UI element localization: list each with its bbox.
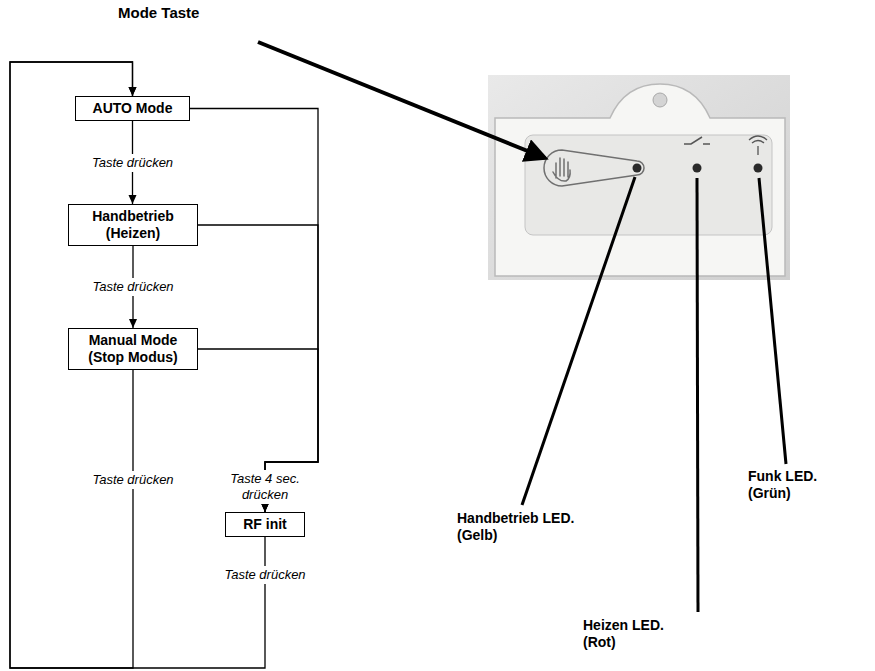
process-box: AUTO Mode — [75, 96, 190, 121]
mounting-hole — [653, 93, 667, 107]
box-text: Handbetrieb (Heizen) — [74, 208, 192, 242]
led-name: Funk LED. (Grün) — [748, 468, 832, 502]
leader-arrow — [258, 42, 545, 158]
photo-background — [488, 75, 790, 280]
green-led — [754, 164, 763, 173]
process-box: Handbetrieb (Heizen) — [68, 204, 198, 246]
yellow-led — [633, 164, 642, 173]
box-text: Manual Mode (Stop Modus) — [74, 332, 192, 366]
edge-label: Taste drücken — [90, 471, 175, 489]
device-housing — [495, 84, 785, 276]
part-name: Mode Taste — [118, 4, 199, 21]
flow-arrow — [198, 349, 318, 512]
edge-label: Taste drücken — [222, 566, 307, 584]
box-text: AUTO Mode — [81, 100, 184, 117]
mode-button-outline — [544, 150, 644, 186]
edge-label: Taste drücken — [90, 154, 175, 172]
edge-label: Taste 4 sec. drücken — [221, 470, 309, 504]
switch-symbol — [684, 137, 710, 144]
led-name: Heizen LED. (Rot) — [583, 617, 683, 651]
process-box: RF init — [225, 512, 305, 537]
control-panel — [525, 135, 772, 235]
hand-icon — [553, 158, 570, 181]
leader-line — [522, 177, 635, 505]
box-text: RF init — [231, 516, 299, 533]
leader-line — [697, 178, 698, 612]
radio-symbol — [749, 136, 767, 155]
edge-label: Taste drücken — [90, 278, 175, 296]
red-led — [693, 164, 702, 173]
flow-arrow — [198, 225, 318, 512]
led-name: Handbetrieb LED. (Gelb) — [457, 510, 589, 544]
flow-arrow — [190, 109, 318, 513]
process-box: Manual Mode (Stop Modus) — [68, 328, 198, 370]
leader-line — [759, 178, 786, 464]
